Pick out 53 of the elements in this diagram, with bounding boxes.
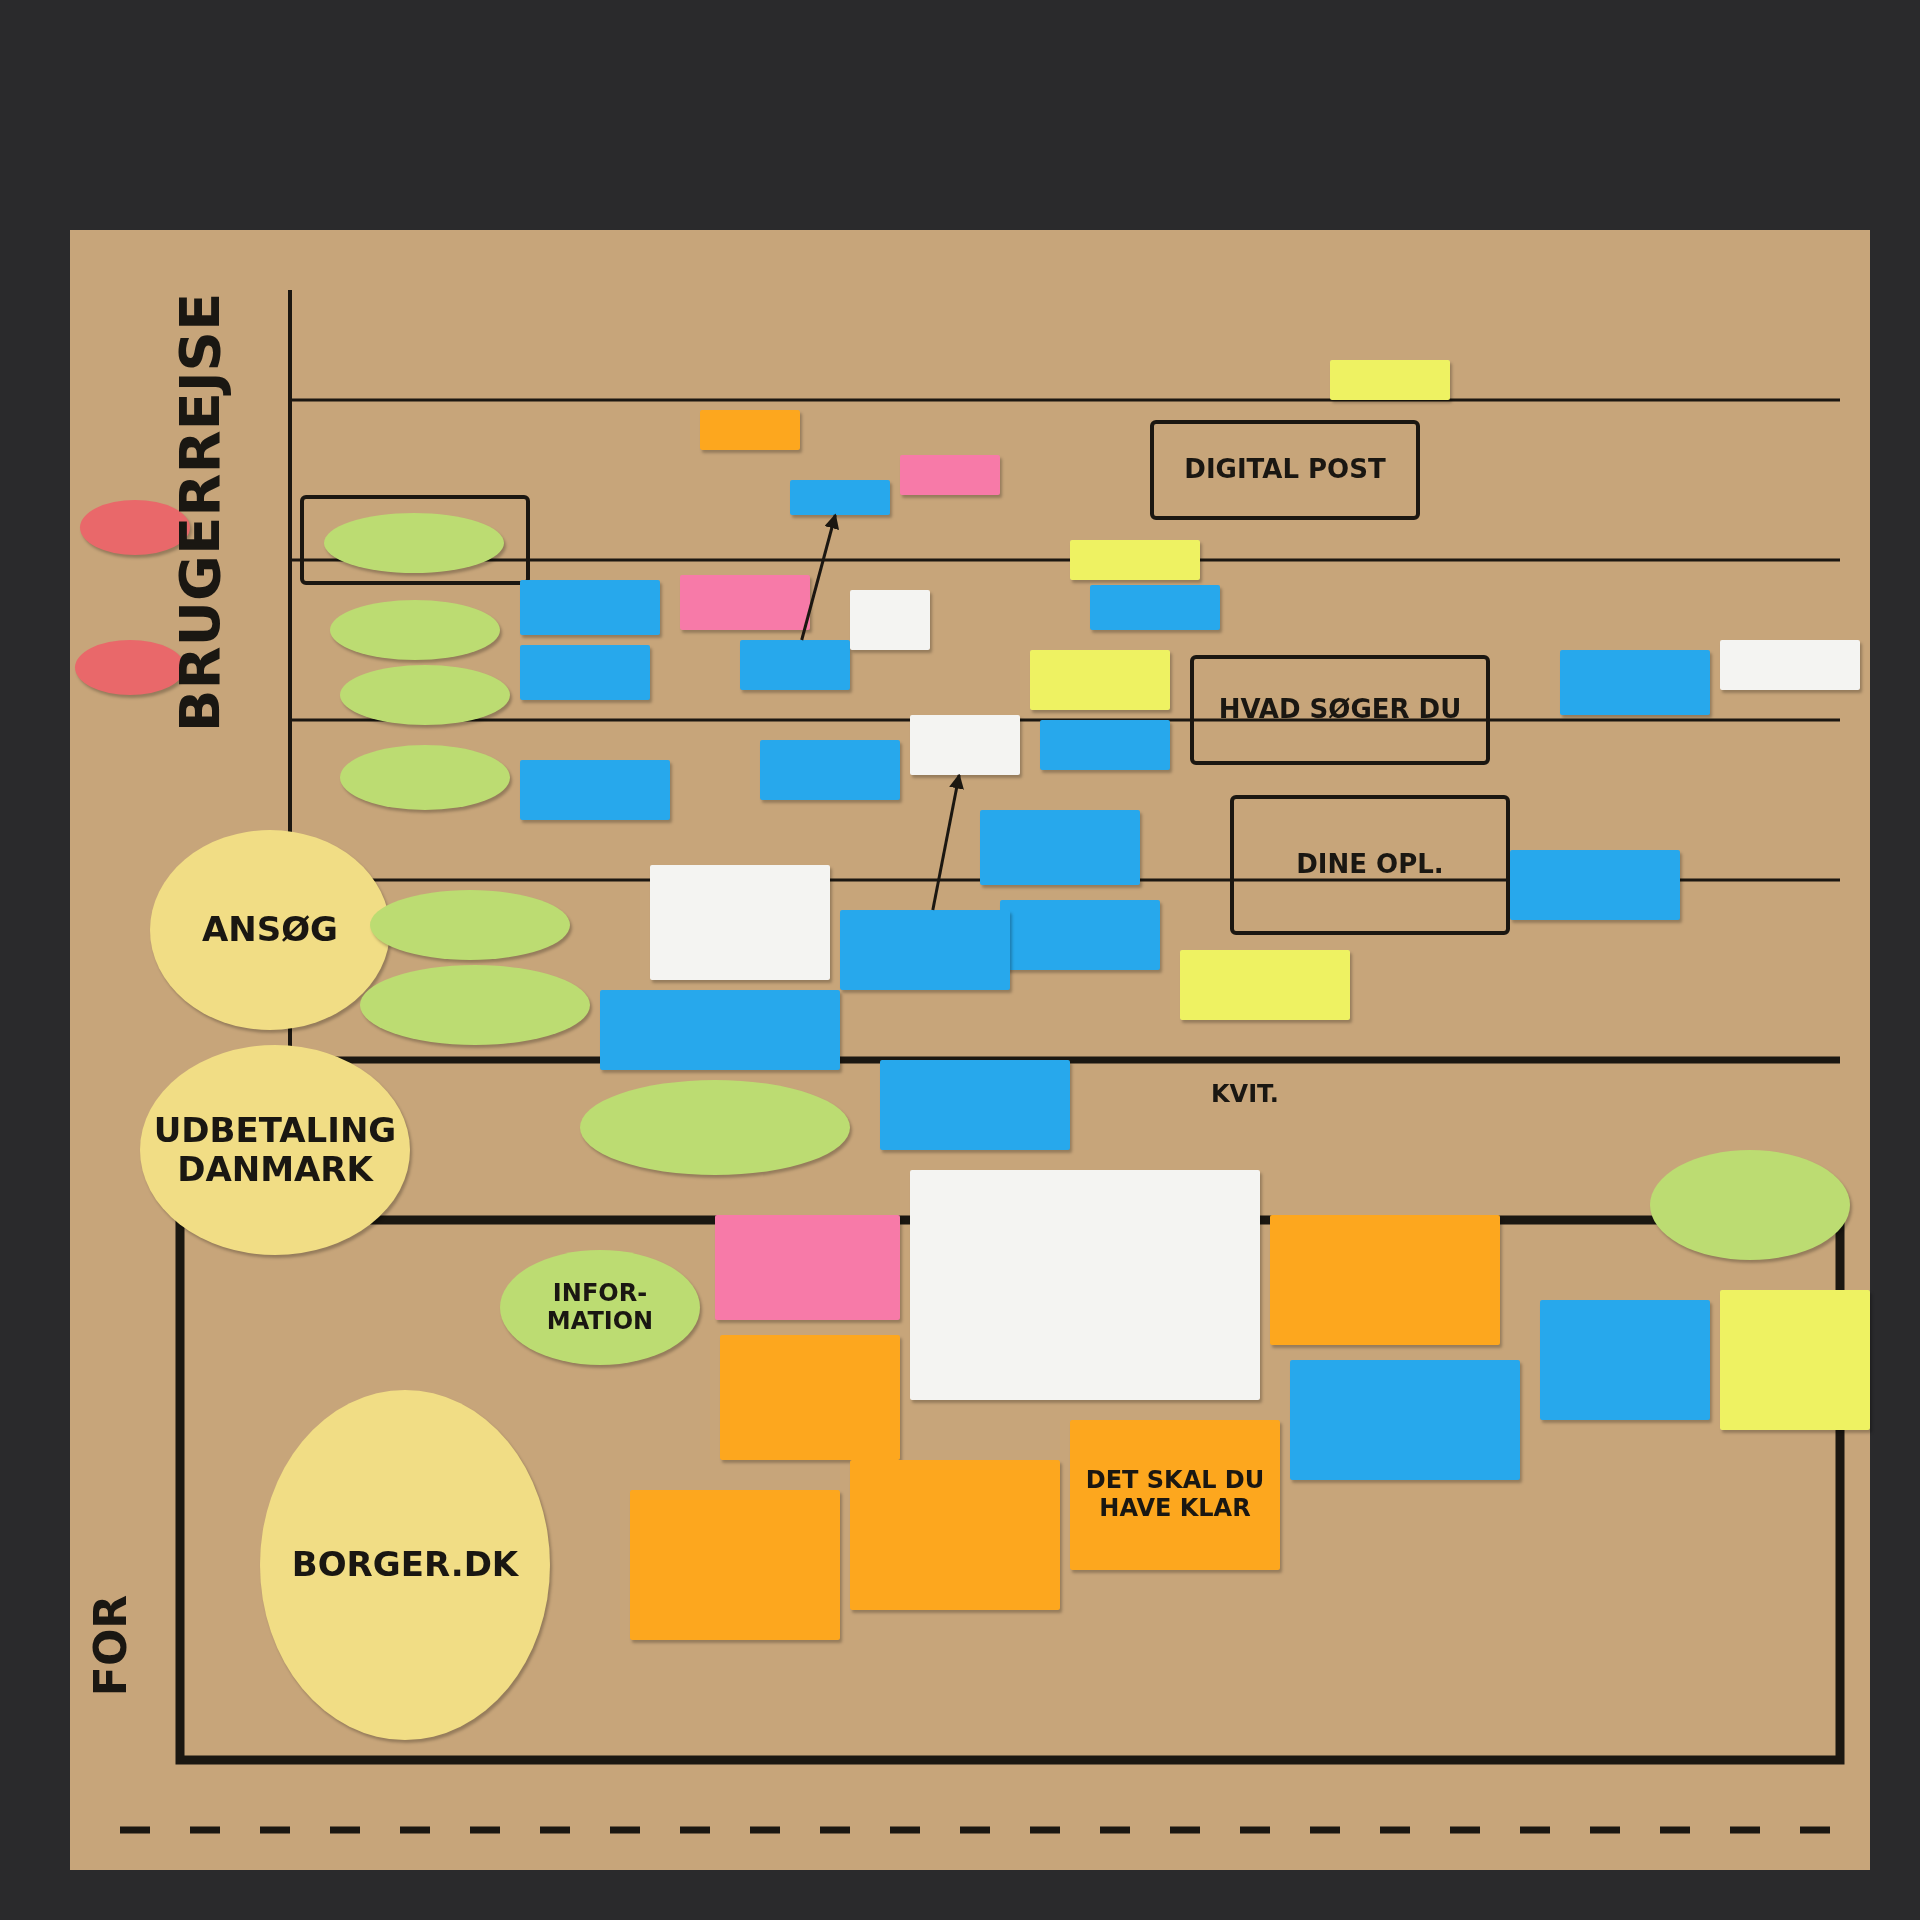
sticky-note xyxy=(700,410,800,450)
arrow xyxy=(800,513,840,641)
sticky-note xyxy=(520,645,650,700)
sticky-note xyxy=(1070,1420,1280,1570)
sticky-note xyxy=(720,1335,900,1460)
printed-card xyxy=(850,590,930,650)
sticky-note xyxy=(630,1490,840,1640)
sticky-note xyxy=(1070,540,1200,580)
sticky-note xyxy=(1270,1215,1500,1345)
sticky-note xyxy=(790,480,890,515)
note-text: ANSØG xyxy=(200,910,340,950)
printed-card xyxy=(910,715,1020,775)
printed-card xyxy=(1720,640,1860,690)
printed-card xyxy=(650,865,830,980)
sticky-note xyxy=(1290,1360,1520,1480)
sticky-note xyxy=(900,455,1000,495)
sticky-note xyxy=(1510,850,1680,920)
handwritten-label: FOR xyxy=(85,1594,137,1697)
note-text: DIGITAL POST xyxy=(1183,455,1387,485)
sticky-note xyxy=(1090,585,1220,630)
sticky-note xyxy=(520,760,670,820)
phase-box xyxy=(1230,795,1510,935)
arrow xyxy=(931,773,964,911)
sticky-note xyxy=(1540,1300,1710,1420)
sticky-note xyxy=(600,990,840,1070)
note-text: UDBETALING DANMARK xyxy=(152,1110,398,1190)
sticky-note xyxy=(680,575,810,630)
sticky-note xyxy=(740,640,850,690)
sticky-note xyxy=(880,1060,1070,1150)
phase-box xyxy=(1190,655,1490,765)
sticky-note xyxy=(1040,720,1170,770)
sticky-note xyxy=(520,580,660,635)
sticky-note xyxy=(715,1215,900,1320)
note-text: DET SKAL DU HAVE KLAR xyxy=(1084,1467,1266,1523)
note-text: INFOR- MATION xyxy=(545,1279,655,1336)
note-text: HVAD SØGER DU xyxy=(1217,695,1463,725)
sticky-note xyxy=(1330,360,1450,400)
phase-box xyxy=(1150,420,1420,520)
sticky-note xyxy=(1000,900,1160,970)
sticky-note xyxy=(1030,650,1170,710)
sticky-note xyxy=(1180,950,1350,1020)
handwritten-text: KVIT. xyxy=(1210,1081,1280,1109)
sticky-note xyxy=(980,810,1140,885)
printed-card xyxy=(910,1170,1260,1400)
sticky-note xyxy=(850,1460,1060,1610)
sticky-note xyxy=(760,740,900,800)
sticky-note xyxy=(1720,1290,1870,1430)
sticky-note xyxy=(1560,650,1710,715)
outlined-box xyxy=(300,495,530,585)
handwritten-label: BRUGERREJSE xyxy=(167,292,233,733)
note-text: BORGER.DK xyxy=(290,1545,520,1585)
sticky-note xyxy=(840,910,1010,990)
note-text: DINE OPL. xyxy=(1295,850,1445,880)
